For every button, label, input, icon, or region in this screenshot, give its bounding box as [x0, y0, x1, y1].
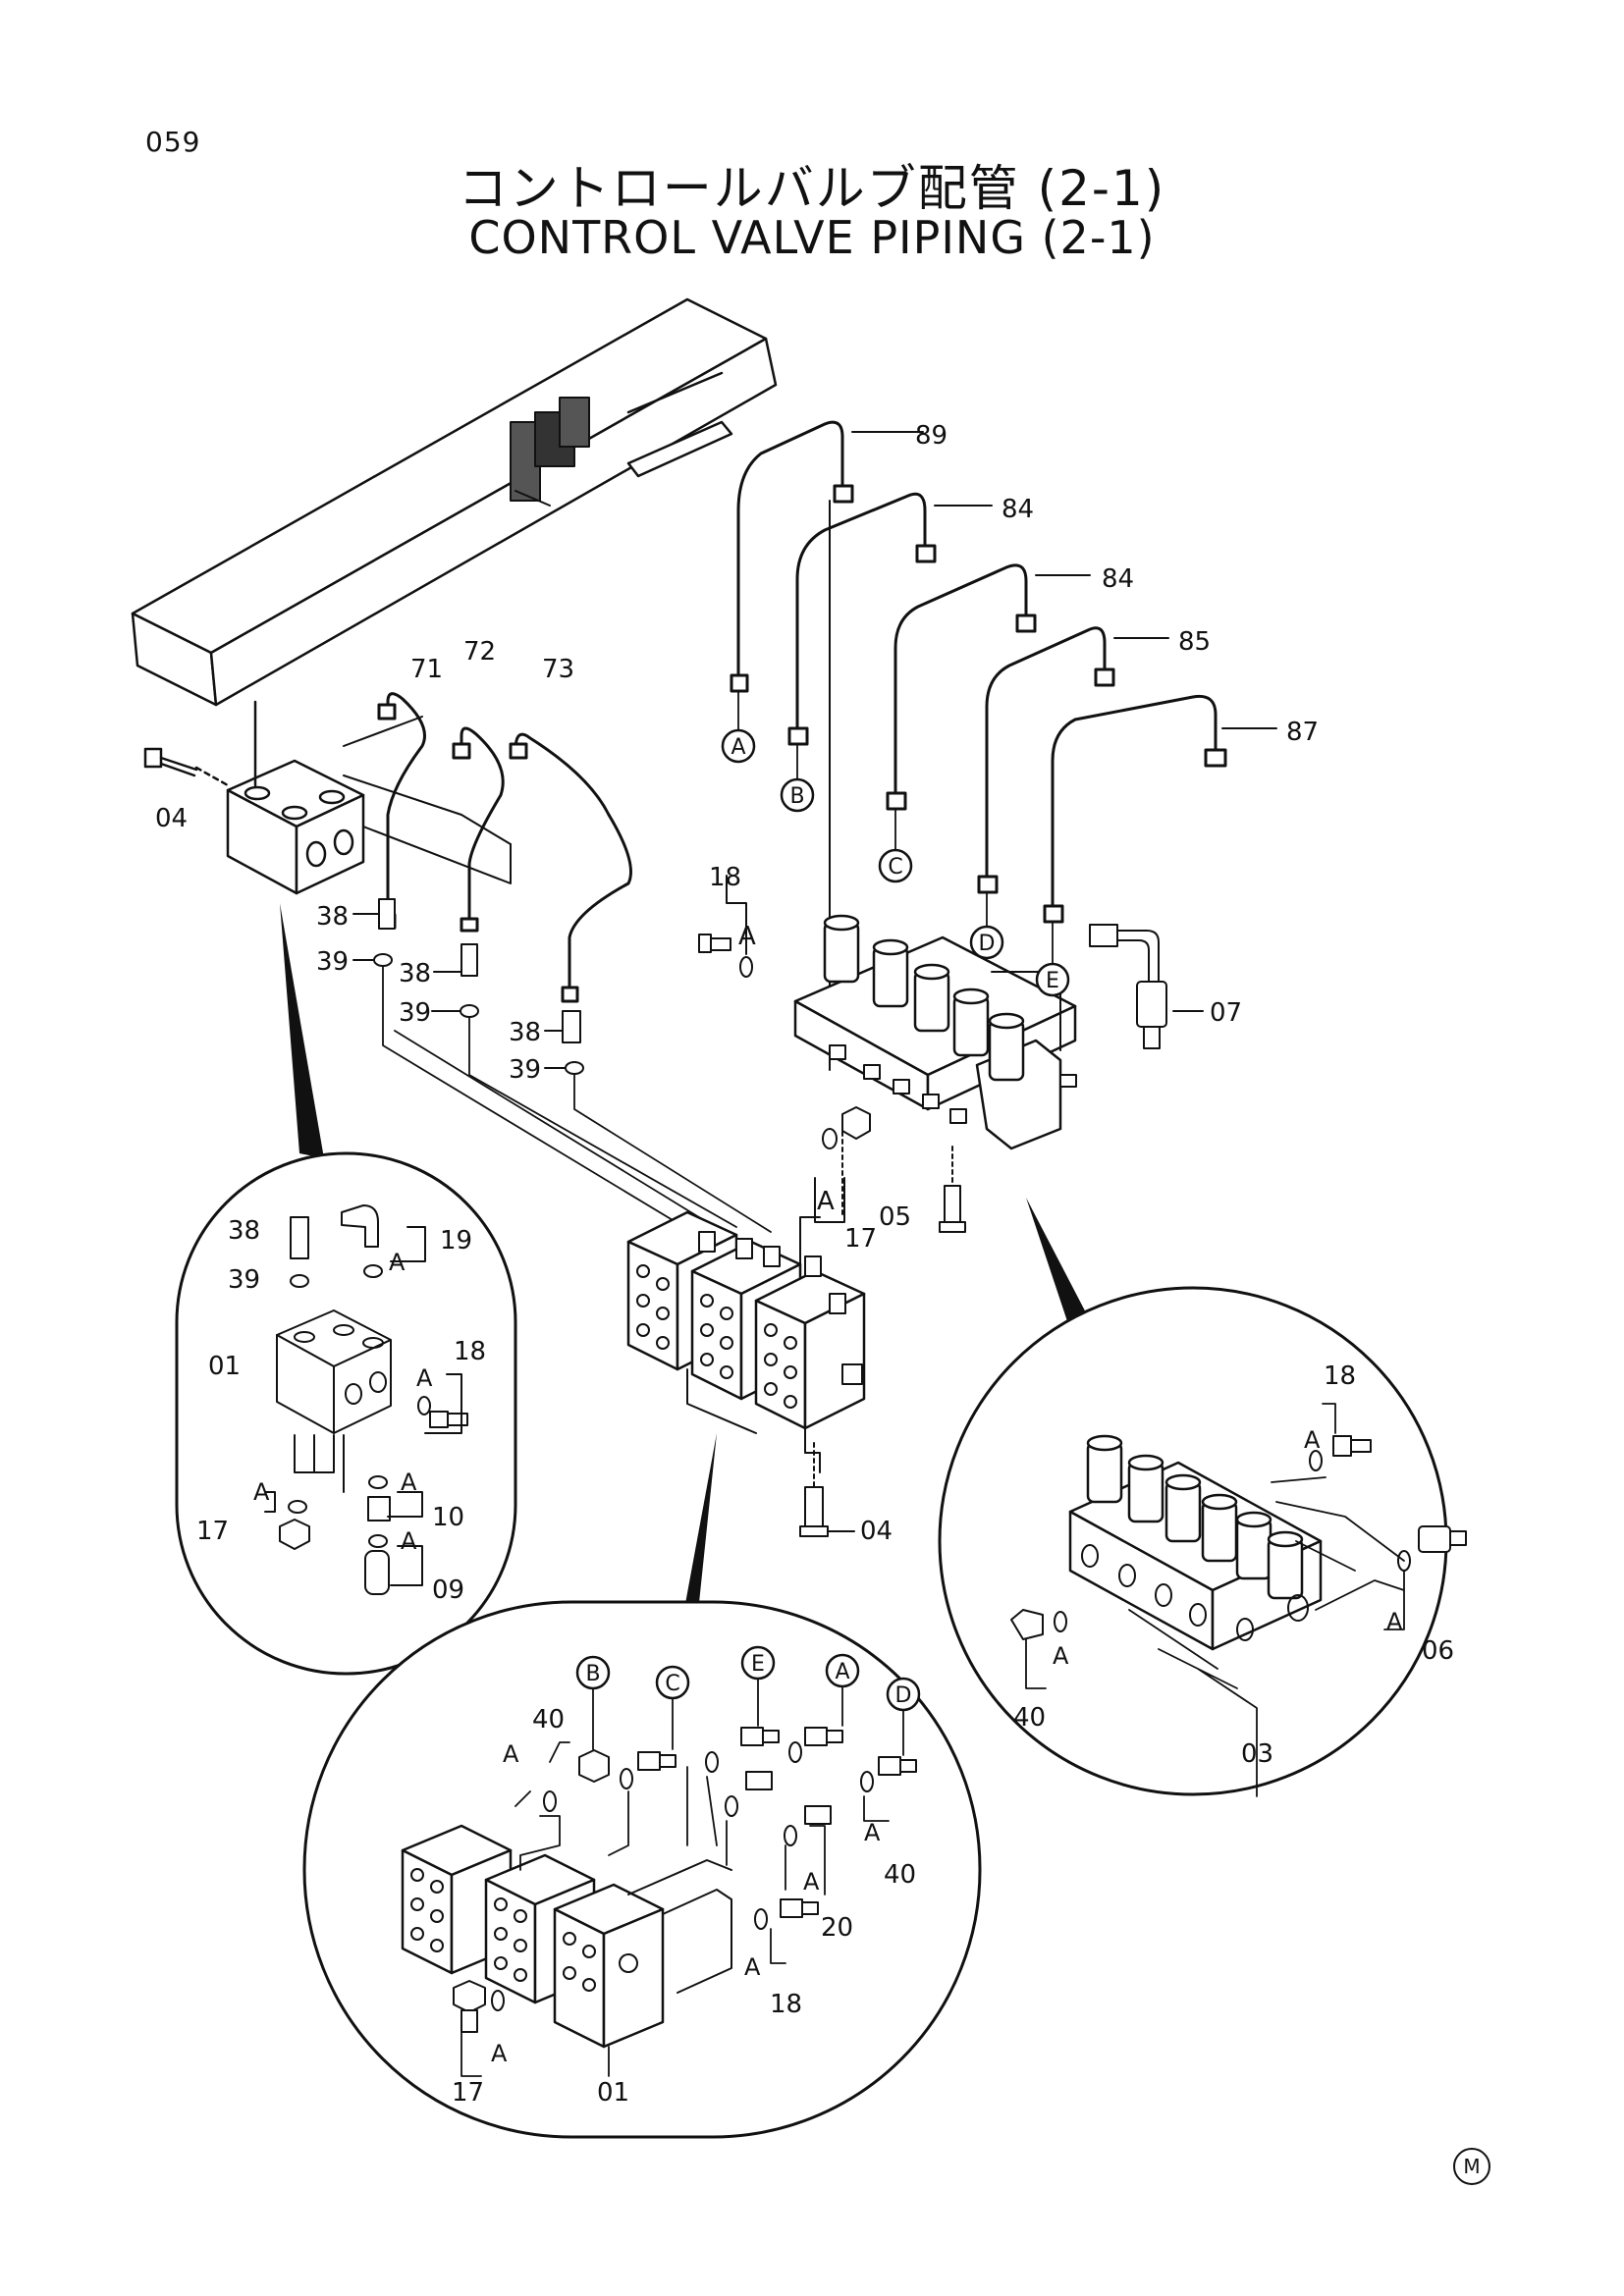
dl-label-A-5: A: [401, 1527, 417, 1555]
label-A-main-1: A: [738, 922, 756, 951]
label-07: 07: [1210, 998, 1242, 1028]
label-17-main: 17: [844, 1224, 877, 1254]
dr-label-A-2: A: [1386, 1608, 1403, 1635]
dl-label-38: 38: [228, 1216, 260, 1246]
pressure-sensor-07: [1089, 924, 1204, 1049]
fittings-38-39: [352, 898, 584, 1075]
db-label-A-1: A: [503, 1740, 519, 1768]
connection-lines: [382, 966, 772, 1233]
db-label-A-2: A: [864, 1819, 881, 1846]
valve-block-left: [226, 700, 365, 895]
label-A-main-2: A: [817, 1187, 835, 1216]
page-number: 059: [145, 126, 201, 158]
label-73: 73: [542, 655, 574, 684]
label-18-main: 18: [709, 863, 741, 892]
label-89: 89: [915, 421, 947, 451]
db-label-A-3: A: [803, 1868, 820, 1896]
dr-label-18: 18: [1324, 1362, 1356, 1391]
dl-label-39: 39: [228, 1265, 260, 1295]
label-87: 87: [1286, 718, 1319, 747]
dl-label-09: 09: [432, 1575, 464, 1605]
label-39-c: 39: [509, 1055, 541, 1085]
manufacturer-mark: M: [1453, 2148, 1490, 2185]
label-84-upper: 84: [1001, 495, 1034, 524]
plug-17-main: [814, 1106, 871, 1223]
dl-label-01: 01: [208, 1352, 241, 1381]
circled-ref-E-text: E: [1046, 969, 1059, 993]
label-38-b: 38: [399, 959, 431, 988]
circled-ref-B-text: B: [789, 784, 804, 809]
fitting-18-main: [698, 875, 753, 978]
label-39-b: 39: [399, 998, 431, 1028]
bolt-05: [939, 1146, 966, 1233]
main-view: 89 84 84 85 87 71 72 73 04 38 39 38 39 3…: [131, 297, 1319, 1622]
db-circled-ref-C: [655, 1665, 690, 1700]
label-71: 71: [410, 655, 443, 684]
db-circled-ref-D-text: D: [895, 1683, 912, 1708]
dl-label-A-4: A: [401, 1468, 417, 1496]
dl-label-A-3: A: [253, 1478, 270, 1506]
circled-ref-A-text: A: [731, 735, 745, 760]
dl-label-17: 17: [196, 1517, 229, 1546]
bolt-04-bottom: [799, 1442, 855, 1537]
label-85: 85: [1178, 627, 1211, 657]
detail-bottom: B C E A D 40 A A 40 A 20 A 18 A 17 01: [302, 1600, 982, 2139]
dl-label-10: 10: [432, 1503, 464, 1532]
dl-label-A-2: A: [416, 1364, 433, 1392]
db-label-40-a: 40: [532, 1705, 565, 1735]
dr-label-A-3: A: [1053, 1642, 1069, 1670]
dr-label-06: 06: [1422, 1636, 1454, 1666]
db-label-A-4: A: [744, 1953, 761, 1981]
circled-ref-C-text: C: [888, 855, 902, 880]
title-english: CONTROL VALVE PIPING (2-1): [468, 211, 1156, 264]
db-circled-ref-C-text: C: [665, 1672, 679, 1696]
db-circled-ref-A: [825, 1653, 860, 1688]
dl-label-19: 19: [440, 1226, 472, 1255]
label-04-bottom: 04: [860, 1517, 893, 1546]
detail-right: 18 A A 06 A 40 03: [938, 1286, 1467, 1797]
stacked-valve-blocks-main: [626, 1210, 866, 1473]
db-label-20: 20: [821, 1913, 853, 1943]
db-circled-ref-D: [886, 1677, 921, 1712]
label-05: 05: [879, 1202, 911, 1232]
db-label-A-5: A: [491, 2040, 508, 2067]
pipes-71-73: [343, 692, 632, 1003]
bolt-04: [143, 747, 230, 787]
dr-label-A-1: A: [1304, 1426, 1321, 1454]
detail-left: 38 39 19 A 01 18 A A 17 A 10 A 09: [175, 1151, 517, 1676]
dr-label-40: 40: [1013, 1703, 1046, 1733]
db-circled-ref-B: [575, 1655, 611, 1690]
dl-label-18: 18: [454, 1337, 486, 1366]
label-38-c: 38: [509, 1018, 541, 1047]
db-label-01: 01: [597, 2078, 629, 2108]
frame-beam: [131, 297, 778, 707]
label-72: 72: [463, 637, 496, 667]
db-circled-ref-E: [740, 1645, 776, 1681]
dr-label-03: 03: [1241, 1739, 1273, 1769]
frame-bracket: [510, 397, 590, 507]
db-label-40-b: 40: [884, 1860, 916, 1890]
circled-ref-D-text: D: [979, 932, 996, 956]
label-39-a: 39: [316, 947, 349, 977]
db-circled-ref-A-text: A: [835, 1660, 849, 1684]
label-84-lower: 84: [1102, 564, 1134, 594]
solenoid-manifold: [793, 914, 1077, 1150]
db-label-18: 18: [770, 1990, 802, 2019]
db-label-17: 17: [452, 2078, 484, 2108]
db-circled-ref-E-text: E: [751, 1652, 765, 1677]
db-circled-ref-B-text: B: [585, 1662, 600, 1686]
dl-label-A-1: A: [389, 1249, 406, 1276]
label-04-left: 04: [155, 804, 188, 833]
title-japanese: コントロールバルブ配管 (2-1): [458, 160, 1166, 217]
label-38-a: 38: [316, 902, 349, 932]
